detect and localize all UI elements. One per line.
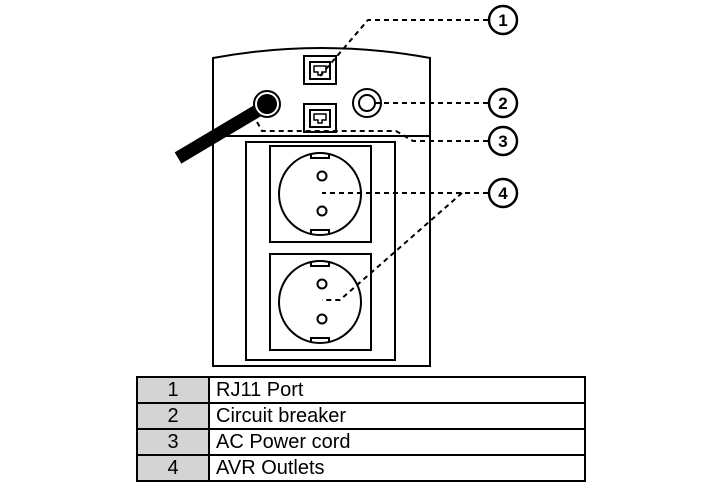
legend-row: 2 Circuit breaker	[136, 402, 586, 430]
rj11-port-bottom-icon	[303, 103, 337, 133]
legend-label: AVR Outlets	[208, 454, 586, 482]
legend-number: 1	[136, 376, 210, 404]
svg-text:2: 2	[498, 94, 507, 113]
legend-number: 3	[136, 428, 210, 456]
rj11-port-top-icon	[303, 55, 337, 85]
callout-3: 3	[487, 125, 519, 157]
outlet-panel	[245, 141, 396, 361]
legend-label: Circuit breaker	[208, 402, 586, 430]
legend-table: 1 RJ11 Port 2 Circuit breaker 3 AC Power…	[136, 376, 586, 482]
svg-text:4: 4	[498, 184, 508, 203]
leader-line-4b	[322, 192, 463, 301]
ups-body	[212, 47, 431, 367]
ups-rear-panel-diagram: 1 2 3 4	[174, 4, 519, 367]
legend-label: AC Power cord	[208, 428, 586, 456]
legend-row: 1 RJ11 Port	[136, 376, 586, 404]
leader-line-1	[319, 19, 488, 77]
ac-power-cord	[174, 90, 281, 164]
avr-outlet-bottom	[269, 253, 372, 351]
legend-number: 2	[136, 402, 210, 430]
legend-row: 4 AVR Outlets	[136, 454, 586, 482]
legend-number: 4	[136, 454, 210, 482]
legend-row: 3 AC Power cord	[136, 428, 586, 456]
svg-text:3: 3	[498, 132, 507, 151]
svg-text:1: 1	[498, 11, 507, 30]
callout-4: 4	[487, 177, 519, 209]
callout-1: 1	[487, 4, 519, 36]
leader-line-3	[255, 119, 488, 142]
legend-label: RJ11 Port	[208, 376, 586, 404]
circuit-breaker-icon	[352, 88, 382, 118]
callout-2: 2	[487, 87, 519, 119]
